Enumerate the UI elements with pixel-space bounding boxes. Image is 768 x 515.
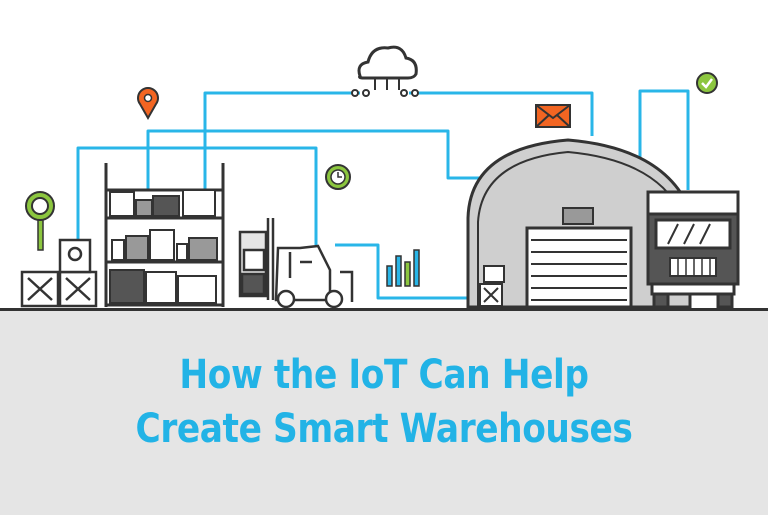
forklift (238, 218, 354, 309)
warehouse-building (466, 138, 692, 309)
envelope-icon (535, 104, 571, 128)
left-crates (20, 238, 98, 308)
headline-line-2: Create Smart Warehouses (135, 406, 633, 452)
clock-icon (325, 164, 351, 190)
bar-chart-icon (386, 249, 420, 287)
delivery-truck (646, 190, 740, 309)
headline: How the IoT Can Help Create Smart Wareho… (0, 348, 768, 456)
check-circle-icon (696, 72, 718, 94)
shelving-unit (104, 163, 225, 307)
ground (0, 308, 768, 515)
cloud-icon (351, 45, 419, 97)
headline-line-1: How the IoT Can Help (179, 352, 589, 398)
location-pin-icon (137, 87, 159, 121)
magnifier-icon (25, 191, 55, 251)
